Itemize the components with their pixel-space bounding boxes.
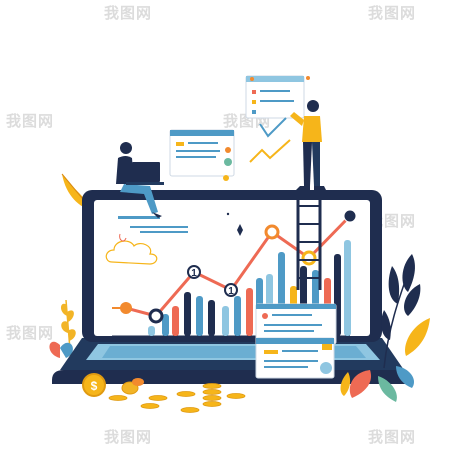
chart-point [343, 209, 357, 223]
watermark: 我图网 [6, 112, 55, 130]
floating-card [245, 75, 310, 163]
standing-person [290, 100, 326, 190]
dollar-icon: $ [91, 379, 98, 393]
chart-bar [246, 288, 253, 336]
sitting-person [116, 142, 164, 218]
chart-bar [148, 326, 155, 336]
point-label: 1 [228, 286, 234, 297]
floating-card [255, 303, 337, 379]
ladder [296, 190, 322, 290]
chart-bar [184, 292, 191, 336]
chart-bar [172, 306, 179, 336]
chart-bar [222, 306, 229, 336]
floating-card [169, 129, 235, 181]
watermark: 我图网 [104, 4, 153, 22]
watermark: 我图网 [368, 4, 417, 22]
chart-point [148, 308, 164, 324]
chart-point [187, 265, 201, 279]
watermark: 我图网 [104, 428, 153, 446]
coins: $ [82, 373, 246, 413]
watermark: 我图网 [6, 324, 55, 342]
point-label: 1 [191, 268, 197, 279]
chart-point [301, 250, 317, 266]
chart-bar [162, 314, 169, 336]
chart-point [224, 283, 238, 297]
chart-bar [208, 300, 215, 336]
watermark: 我图网 [368, 428, 417, 446]
chart-bar [344, 240, 351, 336]
chart-bar [234, 296, 241, 336]
chart-point [120, 302, 132, 314]
plant-icon [340, 254, 430, 402]
chart-point [264, 224, 280, 240]
fern-icon [49, 299, 76, 376]
chart-bar [196, 296, 203, 336]
